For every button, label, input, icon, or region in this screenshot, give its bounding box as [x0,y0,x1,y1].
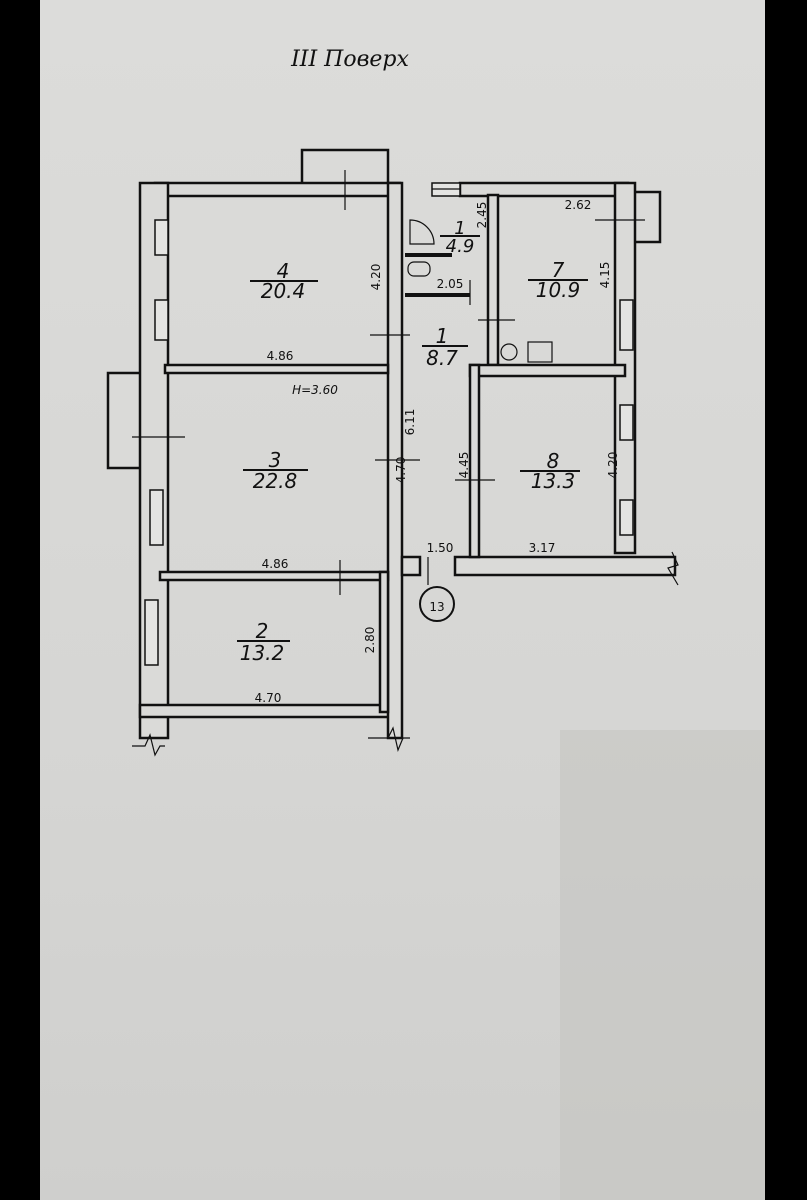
svg-text:4.20: 4.20 [369,264,383,291]
room-8: 8 13.3 4.45 4.20 3.17 [457,449,620,555]
svg-text:1: 1 [454,218,465,239]
svg-text:22.8: 22.8 [253,469,298,493]
svg-text:13.3: 13.3 [531,469,576,493]
shower-icon [409,219,435,245]
svg-text:4.86: 4.86 [267,349,294,363]
break-mark [667,551,679,586]
svg-text:1.50: 1.50 [427,541,454,555]
ceiling-height: H=3.60 [292,383,338,397]
svg-text:2: 2 [256,619,269,643]
svg-text:3.17: 3.17 [529,541,556,555]
break-mark [368,726,410,752]
svg-text:7: 7 [552,258,565,282]
svg-text:8.7: 8.7 [426,346,458,370]
svg-text:4.9: 4.9 [446,236,475,257]
svg-text:2.80: 2.80 [363,627,377,654]
door-marks [132,170,645,595]
break-mark [132,733,165,757]
entrance-marker: 13 [419,586,455,622]
stove-icon [527,341,553,363]
svg-text:3: 3 [269,448,282,472]
svg-text:2.05: 2.05 [437,277,464,291]
room-3: 3 22.8 4.70 4.86 [243,448,408,571]
room-bathroom: 1 4.9 2.45 2.05 [437,202,489,291]
windows [144,182,634,666]
svg-text:20.4: 20.4 [261,279,306,303]
svg-text:4.20: 4.20 [606,452,620,479]
walls [106,148,677,740]
svg-text:4.15: 4.15 [598,262,612,289]
svg-text:10.9: 10.9 [536,278,581,302]
fixtures [405,219,553,363]
svg-text:4.45: 4.45 [457,452,471,479]
shadow [560,730,765,1200]
room-corridor: 1 8.7 6.11 1.50 [403,324,468,555]
svg-text:2.45: 2.45 [475,202,489,229]
svg-text:4.86: 4.86 [262,557,289,571]
svg-text:6.11: 6.11 [403,409,417,436]
boiler-icon [500,343,518,361]
svg-text:4.70: 4.70 [255,691,282,705]
svg-text:13.2: 13.2 [240,641,285,665]
svg-text:4.70: 4.70 [394,457,408,484]
room-4: 4 20.4 4.20 4.86 H=3.60 [250,259,383,397]
plan-title: III Поверх [290,47,409,72]
svg-text:1: 1 [436,324,449,348]
svg-text:4: 4 [277,259,290,283]
toilet-icon [407,261,431,277]
svg-text:8: 8 [547,449,560,473]
svg-text:2.62: 2.62 [565,198,592,212]
svg-text:13: 13 [429,600,444,614]
room-7: 7 10.9 2.62 4.15 [528,198,612,302]
room-2: 2 13.2 2.80 4.70 [237,619,377,705]
